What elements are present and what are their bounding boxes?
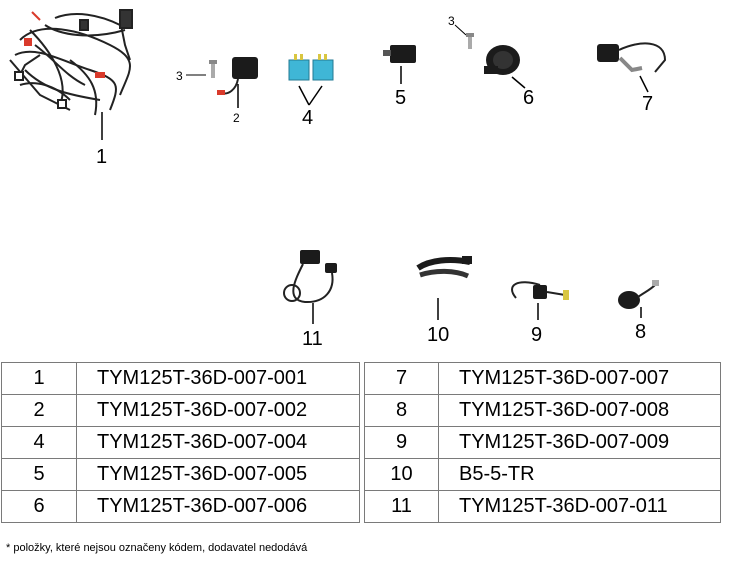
part-code: TYM125T-36D-007-004 <box>76 426 360 459</box>
part-code: TYM125T-36D-007-007 <box>438 362 721 395</box>
part-number: 1 <box>1 362 77 395</box>
callout-9: 9 <box>531 324 542 346</box>
callout-11: 11 <box>302 328 323 350</box>
part-code: TYM125T-36D-007-008 <box>438 394 721 427</box>
part-number: 7 <box>364 362 439 395</box>
part-number: 2 <box>1 394 77 427</box>
parts-table: 1 TYM125T-36D-007-001 7 TYM125T-36D-007-… <box>1 362 721 523</box>
callout-7: 7 <box>642 93 653 115</box>
part-number: 9 <box>364 426 439 459</box>
part-number: 6 <box>1 490 77 523</box>
bolt-illustration <box>209 60 217 78</box>
callout-5: 5 <box>395 87 406 109</box>
part-code: TYM125T-36D-007-011 <box>438 490 721 523</box>
part-number: 8 <box>364 394 439 427</box>
callout-4: 4 <box>302 107 313 129</box>
table-row: 2 TYM125T-36D-007-002 8 TYM125T-36D-007-… <box>1 394 721 427</box>
sensor-illustration <box>618 280 659 309</box>
part-code: TYM125T-36D-007-005 <box>76 458 360 491</box>
part-code: TYM125T-36D-007-002 <box>76 394 360 427</box>
part-code: TYM125T-36D-007-001 <box>76 362 360 395</box>
relay-illustration <box>288 54 334 81</box>
part-code: TYM125T-36D-007-009 <box>438 426 721 459</box>
leader-line <box>639 75 649 93</box>
ignition-coil-illustration <box>597 42 667 73</box>
regulator-illustration <box>217 57 258 95</box>
part-number: 10 <box>364 458 439 491</box>
table-row: 4 TYM125T-36D-007-004 9 TYM125T-36D-007-… <box>1 426 721 459</box>
callout-3: 3 <box>448 14 455 28</box>
parts-table-body: 1 TYM125T-36D-007-001 7 TYM125T-36D-007-… <box>1 362 721 523</box>
table-row: 6 TYM125T-36D-007-006 11 TYM125T-36D-007… <box>1 490 721 523</box>
brake-switch-illustration <box>416 256 472 279</box>
table-row: 1 TYM125T-36D-007-001 7 TYM125T-36D-007-… <box>1 362 721 395</box>
callout-3: 3 <box>176 69 183 83</box>
callout-8: 8 <box>635 321 646 343</box>
leader-line <box>308 85 323 106</box>
leader-line <box>298 85 310 106</box>
wiring-harness-illustration <box>9 9 133 116</box>
leader-line <box>511 76 526 89</box>
flasher-illustration <box>383 45 416 63</box>
part-number: 4 <box>1 426 77 459</box>
bolt-illustration <box>466 33 474 49</box>
switch-cable-illustration <box>511 281 569 300</box>
leader-line <box>454 24 467 36</box>
part-number: 5 <box>1 458 77 491</box>
part-code: B5-5-TR <box>438 458 721 491</box>
part-number: 11 <box>364 490 439 523</box>
callout-10: 10 <box>427 324 449 346</box>
callout-2: 2 <box>233 111 240 125</box>
parts-diagram: 1 3 2 4 5 3 6 <box>9 9 667 350</box>
sensor-cable-illustration <box>283 250 337 304</box>
footnote: * položky, které nejsou označeny kódem, … <box>6 542 308 554</box>
callout-6: 6 <box>523 87 534 109</box>
part-code: TYM125T-36D-007-006 <box>76 490 360 523</box>
callout-1: 1 <box>96 146 107 168</box>
table-row: 5 TYM125T-36D-007-005 10 B5-5-TR <box>1 458 721 491</box>
horn-illustration <box>484 45 520 75</box>
